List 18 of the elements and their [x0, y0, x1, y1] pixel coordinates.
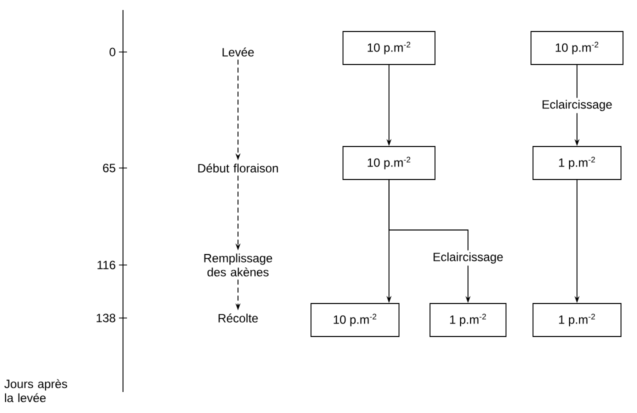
- density-box: 1 p.m$^{-2}$: [430, 303, 506, 337]
- density-box: 10 p.m$^{-2}$: [342, 31, 436, 65]
- stage-label: Remplissage des akènes: [204, 254, 272, 276]
- tick-label: 0: [110, 48, 116, 56]
- edge-label: Eclaircissage: [430, 250, 506, 266]
- stage-label: Début floraison: [198, 164, 278, 172]
- tick-label: 138: [96, 314, 116, 322]
- density-box: 10 p.m$^{-2}$: [530, 31, 624, 65]
- density-box: 1 p.m$^{-2}$: [532, 146, 622, 180]
- density-box: 10 p.m$^{-2}$: [342, 146, 436, 180]
- stage-label: Levée: [222, 48, 254, 56]
- stage-label: Récolte: [218, 314, 258, 322]
- density-box: 10 p.m$^{-2}$: [310, 303, 400, 337]
- tick-label: 116: [98, 260, 116, 270]
- edge-label: Eclaircissage: [540, 98, 614, 114]
- tick-label: 65: [103, 164, 116, 172]
- density-box: 1 p.m$^{-2}$: [532, 303, 622, 337]
- axis-title: Jours après la levée: [4, 379, 68, 402]
